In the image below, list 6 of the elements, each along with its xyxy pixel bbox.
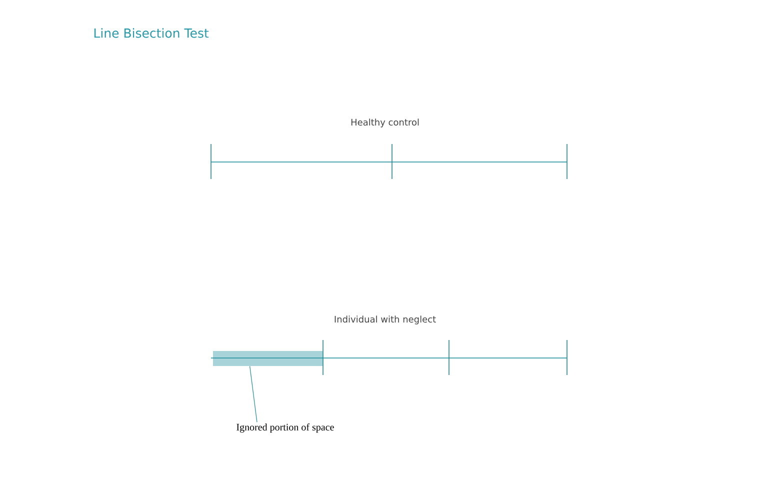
title: Line Bisection Test (94, 28, 209, 38)
line-label: Healthy control (351, 118, 419, 128)
leader-line (250, 366, 258, 422)
line-label: Individual with neglect (334, 316, 436, 324)
callout-text: Ignored portion of space (236, 423, 334, 433)
shaded-bar (213, 351, 323, 366)
